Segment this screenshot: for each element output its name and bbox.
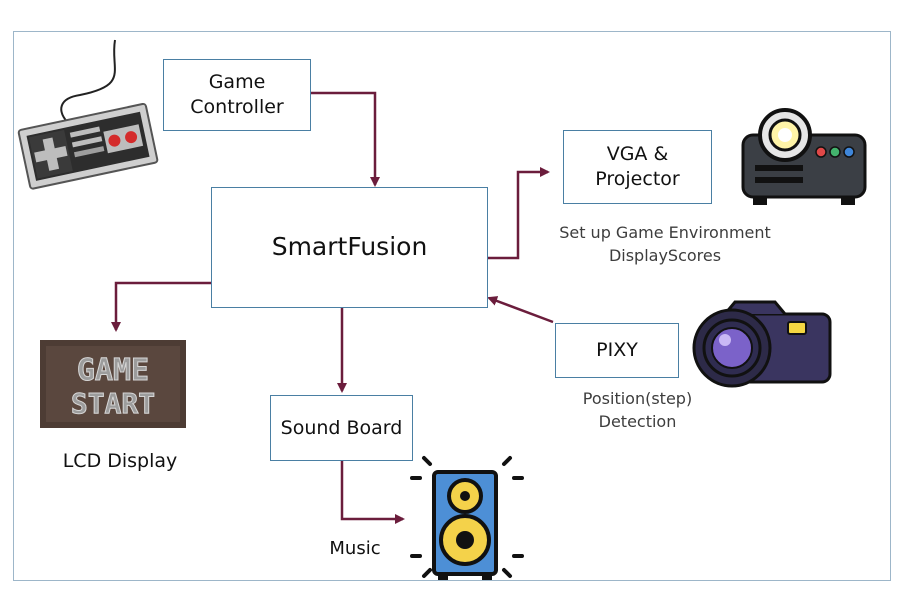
camera-icon bbox=[692, 300, 832, 388]
arrow-soundboard-to-speaker bbox=[340, 461, 405, 524]
pixy-note: Position(step) Detection bbox=[582, 389, 693, 432]
smartfusion-box: SmartFusion bbox=[211, 187, 488, 308]
arrow-smartfusion-to-vga bbox=[487, 167, 550, 260]
vga-projector-box: VGA & Projector bbox=[563, 130, 712, 204]
speaker-icon bbox=[410, 456, 524, 580]
vga-note: Set up Game Environment DisplayScores bbox=[559, 223, 771, 266]
lcd-display-label: LCD Display bbox=[62, 450, 178, 472]
game-controller-box: Game Controller bbox=[163, 59, 311, 131]
sound-board-box: Sound Board bbox=[270, 395, 413, 461]
projector-icon bbox=[741, 108, 867, 205]
game-controller-icon bbox=[17, 39, 159, 190]
lcd-line-2: START bbox=[71, 387, 155, 420]
arrow-smartfusion-to-lcd bbox=[111, 281, 212, 332]
lcd-screen-icon: GAME START bbox=[40, 340, 186, 428]
pixy-box: PIXY bbox=[555, 323, 679, 378]
music-label: Music bbox=[329, 538, 381, 559]
arrow-controller-to-smartfusion bbox=[310, 91, 380, 187]
lcd-line-1: GAME bbox=[77, 353, 149, 388]
arrow-pixy-to-smartfusion bbox=[487, 296, 554, 324]
diagram-frame bbox=[13, 31, 891, 581]
